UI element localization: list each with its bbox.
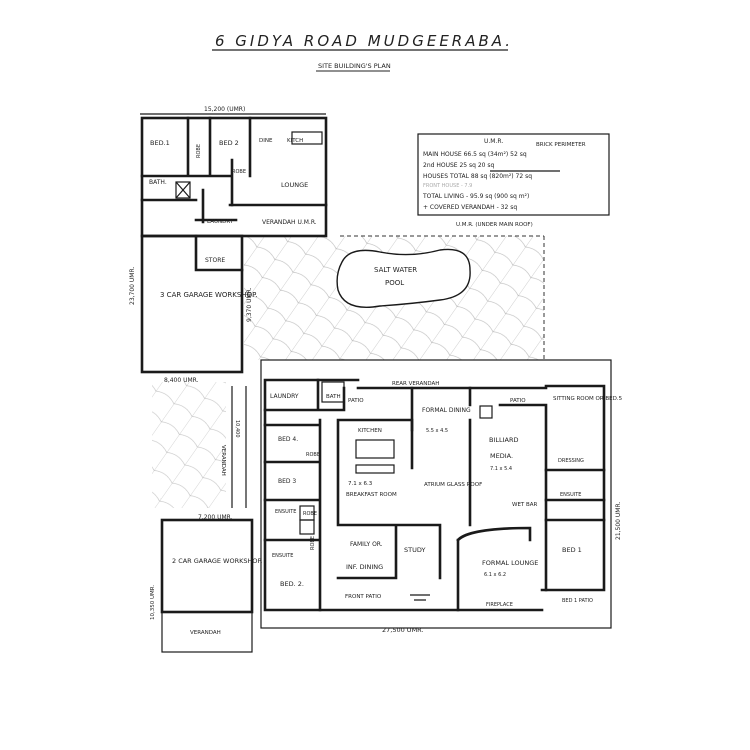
room-label: ENSUITE bbox=[272, 553, 293, 559]
legend-header-umr: U.M.R. bbox=[484, 138, 503, 145]
room-label: 2 CAR GARAGE WORKSHOP. bbox=[172, 557, 262, 565]
dim-bottom: 27,500 UMR. bbox=[382, 626, 424, 634]
dim-left-garage: 7,200 UMR. bbox=[198, 514, 233, 521]
room-label: BILLIARD bbox=[489, 436, 519, 444]
drawing-subtitle: SITE BUILDING'S PLAN bbox=[318, 62, 391, 70]
room-label: ROBE bbox=[196, 144, 202, 158]
room-label: FORMAL DINING bbox=[422, 407, 471, 414]
second-house: 15,200 (UMR) BED.1 ROBE BED 2 ROBE DINE … bbox=[129, 106, 328, 384]
room-label: ROBE bbox=[303, 511, 317, 517]
room-label: FORMAL LOUNGE bbox=[482, 559, 538, 567]
room-label: DRESSING bbox=[558, 458, 584, 464]
pool-label: SALT WATER bbox=[374, 266, 417, 274]
room-label: WET BAR bbox=[512, 502, 538, 508]
dim-label: 10,400 bbox=[234, 420, 240, 438]
room-label: BED 3 bbox=[278, 478, 296, 485]
dim-top: 15,200 (UMR) bbox=[204, 106, 245, 113]
room-label: STUDY bbox=[404, 546, 426, 554]
legend-row: FRONT HOUSE - 7.9 bbox=[423, 183, 472, 189]
area-legend: U.M.R. BRICK PERIMETER MAIN HOUSE 66.5 s… bbox=[417, 133, 610, 228]
room-label: ENSUITE bbox=[560, 492, 581, 498]
salt-water-pool bbox=[336, 248, 471, 308]
pool-label: POOL bbox=[385, 279, 404, 287]
room-label: 7.1 x 6.3 bbox=[348, 481, 373, 487]
room-label: KITCHEN bbox=[358, 428, 382, 434]
room-label: LAUNDRY bbox=[207, 219, 234, 225]
legend-row: MAIN HOUSE 66.5 sq (34m²) 52 sq bbox=[423, 151, 527, 158]
room-label: FRONT PATIO bbox=[345, 594, 382, 600]
room-label: PATIO bbox=[348, 398, 364, 404]
room-label: DINE bbox=[259, 138, 273, 144]
room-label: 5.5 x 4.5 bbox=[426, 428, 448, 434]
room-label: STORE bbox=[205, 257, 225, 264]
pool-area: SALT WATER POOL bbox=[244, 235, 545, 360]
paving-west bbox=[152, 382, 226, 508]
dim-left: 23,700 UMR. bbox=[129, 267, 136, 305]
dim-right: 21,500 UMR. bbox=[615, 502, 622, 540]
room-label: BATH bbox=[326, 394, 341, 400]
room-label: LOUNGE bbox=[281, 181, 308, 189]
room-label: VERANDAH bbox=[190, 630, 221, 636]
room-label: BED 2 bbox=[219, 139, 239, 147]
dim-right: 9,370 UMR. bbox=[246, 287, 253, 322]
room-label: MEDIA. bbox=[490, 452, 513, 460]
legend-row: 2nd HOUSE 25 sq 20 sq bbox=[423, 162, 495, 169]
room-label: PATIO bbox=[510, 398, 526, 404]
room-label: VERANDAH U.M.R. bbox=[262, 219, 317, 226]
room-label: BED 1 bbox=[562, 546, 582, 554]
front-garage: 2 CAR GARAGE WORKSHOP. 10,350 UMR. VERAN… bbox=[150, 518, 262, 653]
legend-row: + COVERED VERANDAH - 32 sq bbox=[423, 204, 517, 211]
room-label: ROBE bbox=[306, 452, 320, 458]
room-label: BREAKFAST ROOM bbox=[346, 492, 397, 498]
room-label: ROBE bbox=[310, 536, 316, 550]
room-label: FAMILY OR. bbox=[350, 541, 383, 548]
drawing-title: 6 GIDYA ROAD MUDGEERABA. bbox=[215, 32, 513, 50]
room-label: BED.1 bbox=[150, 139, 170, 147]
room-label: ENSUITE bbox=[275, 509, 296, 515]
dim-left: 10,350 UMR. bbox=[150, 585, 156, 620]
room-label: ROBE bbox=[232, 169, 246, 175]
room-label: KITCH bbox=[287, 138, 303, 144]
room-label: ATRIUM GLASS ROOF bbox=[424, 482, 482, 488]
legend-row: TOTAL LIVING - 95.9 sq (900 sq m²) bbox=[422, 193, 529, 200]
dim-bottom: 8,400 UMR. bbox=[164, 377, 199, 384]
room-label: VERANDAH bbox=[220, 445, 226, 476]
room-label: FIREPLACE bbox=[486, 602, 513, 608]
room-label: INF. DINING bbox=[346, 563, 383, 571]
room-label: BED 1 PATIO bbox=[562, 598, 593, 604]
room-label: LAUNDRY bbox=[270, 393, 299, 400]
legend-header-brick: BRICK PERIMETER bbox=[536, 142, 586, 148]
room-label: 7.1 x 5.4 bbox=[490, 466, 512, 472]
room-label: SITTING ROOM OR BED.5 bbox=[553, 396, 623, 402]
legend-footnote: U.M.R. (UNDER MAIN ROOF) bbox=[456, 222, 533, 228]
room-label: REAR VERANDAH bbox=[392, 381, 439, 387]
room-label: BED. 2. bbox=[280, 580, 304, 588]
room-label: 6.1 x 6.2 bbox=[484, 572, 506, 578]
legend-row: HOUSES TOTAL 88 sq (820m²) 72 sq bbox=[423, 173, 532, 180]
room-label: 3 CAR GARAGE WORKSHOP. bbox=[160, 291, 257, 299]
room-label: BATH. bbox=[149, 179, 167, 186]
main-house: REAR VERANDAH LAUNDRY BATH PATIO FORMAL … bbox=[198, 359, 623, 634]
room-label: BED 4. bbox=[278, 436, 298, 443]
